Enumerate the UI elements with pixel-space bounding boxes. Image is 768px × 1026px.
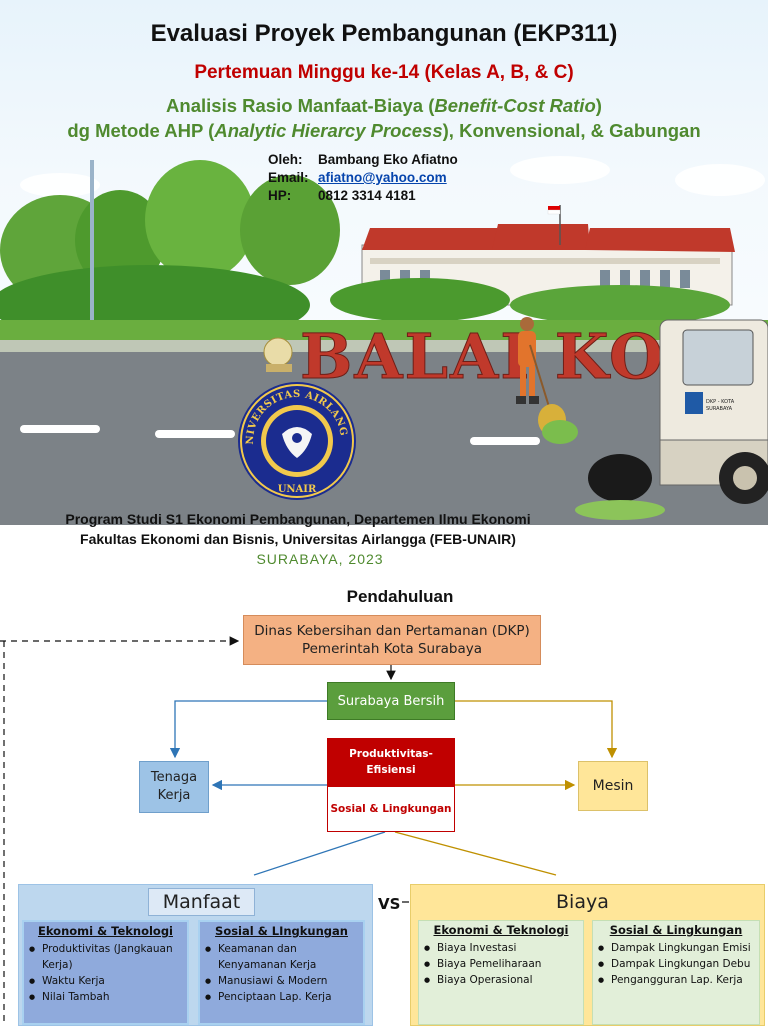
slide-title: Evaluasi Proyek Pembangunan (EKP311) xyxy=(150,20,618,47)
list-item: Penciptaan Lap. Kerja xyxy=(204,989,359,1005)
author-name: Bambang Eko Afiatno xyxy=(318,152,458,167)
svg-text:UNAIR: UNAIR xyxy=(278,484,317,495)
list-item: Keamanan dan Kenyamanan Kerja xyxy=(204,941,359,973)
list-item: Biaya Pemeliharaan xyxy=(423,956,579,972)
dkp-box: Dinas Kebersihan dan Pertamanan (DKP)Pem… xyxy=(243,615,541,665)
street-sweeper-figure xyxy=(516,317,578,444)
email-link[interactable]: afiatno@yahoo.com xyxy=(318,170,447,185)
list-item: Pengangguran Lap. Kerja xyxy=(597,972,755,988)
footer-program: Program Studi S1 Ekonomi Pembangunan, De… xyxy=(65,511,531,527)
slide-heading: Pendahuluan xyxy=(346,587,454,606)
manfaat-social-box: Sosial & LIngkungan Keamanan dan Kenyama… xyxy=(198,920,365,1025)
list-item: Dampak Lingkungan Emisi xyxy=(597,940,755,956)
introduction-slide: Pendahuluan Dinas Kebersihan dan Pertama… xyxy=(0,575,768,1026)
balai-kota-illustration: BALAI KOTA DKP - KOTA SURABAYA xyxy=(0,160,768,530)
productivity-social-box: Produktivitas-Efisiensi Sosial & Lingkun… xyxy=(327,738,455,832)
footer-city-year: SURABAYA, 2023 xyxy=(256,551,384,567)
list-item: Biaya Operasional xyxy=(423,972,579,988)
list-item: Nilai Tambah xyxy=(28,989,183,1005)
analysis-line-1: Analisis Rasio Manfaat-Biaya (Benefit-Co… xyxy=(166,95,602,116)
list-item: Manusiawi & Modern xyxy=(204,973,359,989)
author-label: Oleh: xyxy=(268,152,303,167)
social-environment-label: Sosial & Lingkungan xyxy=(330,803,452,815)
svg-text:SURABAYA: SURABAYA xyxy=(706,406,733,412)
hp-label: HP: xyxy=(268,188,292,203)
unair-logo: UNIVERSITAS AIRLANGGA UNAIR xyxy=(236,380,356,500)
vs-label: VS xyxy=(378,895,401,913)
biaya-social-box: Sosial & Lingkungan Dampak Lingkungan Em… xyxy=(592,920,760,1025)
list-item: Waktu Kerja xyxy=(28,973,183,989)
productivity-efficiency-label: Produktivitas-Efisiensi xyxy=(328,739,454,787)
manfaat-economic-title: Ekonomi & Teknologi xyxy=(37,924,173,938)
manfaat-economic-box: Ekonomi & Teknologi Produktivitas (Jangk… xyxy=(22,920,189,1025)
mesin-box: Mesin xyxy=(578,761,648,811)
biaya-economic-title: Ekonomi & Teknologi xyxy=(433,923,569,937)
surabaya-bersih-box: Surabaya Bersih xyxy=(327,682,455,720)
manfaat-social-title: Sosial & LIngkungan xyxy=(215,924,348,938)
hp-number: 0812 3314 4181 xyxy=(318,188,416,203)
biaya-title: Biaya xyxy=(556,891,609,913)
biaya-social-title: Sosial & Lingkungan xyxy=(609,923,743,937)
list-item: Dampak Lingkungan Debu xyxy=(597,956,755,972)
list-item: Produktivitas (Jangkauan Kerja) xyxy=(28,941,183,973)
email-label: Email: xyxy=(268,170,309,185)
footer-faculty: Fakultas Ekonomi dan Bisnis, Universitas… xyxy=(80,531,516,547)
slide-subtitle: Pertemuan Minggu ke-14 (Kelas A, B, & C) xyxy=(194,62,574,83)
svg-text:DKP - KOTA: DKP - KOTA xyxy=(706,399,735,405)
analysis-line-2: dg Metode AHP (Analytic Hierarcy Process… xyxy=(67,120,701,141)
list-item: Biaya Investasi xyxy=(423,940,579,956)
street-sweeper-truck: DKP - KOTA SURABAYA xyxy=(575,319,768,520)
manfaat-title: Manfaat xyxy=(148,888,255,916)
title-slide: BALAI KOTA DKP - KOTA SURABAYA xyxy=(0,0,768,575)
biaya-economic-box: Ekonomi & Teknologi Biaya Investasi Biay… xyxy=(418,920,584,1025)
